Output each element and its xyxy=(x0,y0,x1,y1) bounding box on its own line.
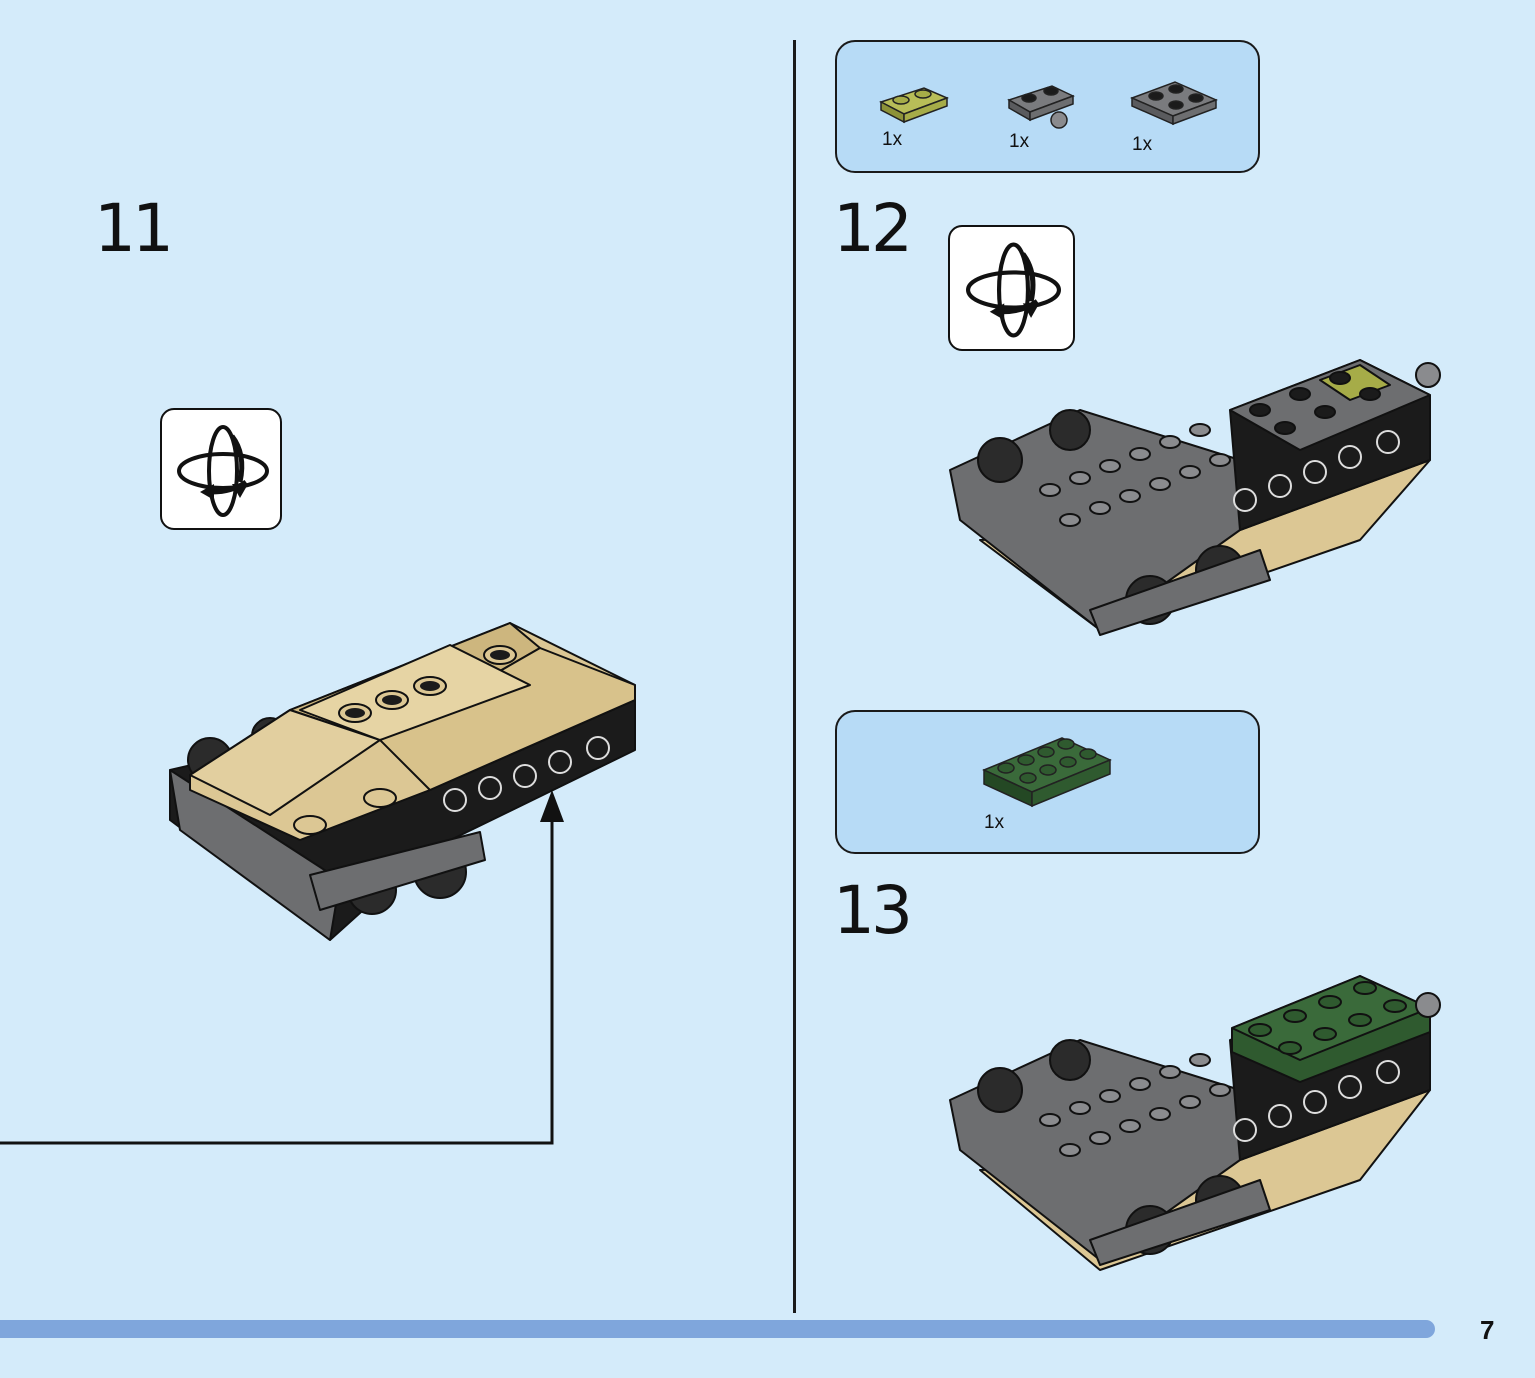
part-plate-with-ball xyxy=(1007,85,1075,129)
part-dark-grey-2x2-plate xyxy=(1130,81,1218,126)
parts-box-step-13: 1x xyxy=(835,710,1260,854)
step-number-13: 13 xyxy=(833,872,913,949)
parts-box-step-12: 1x 1x 1x xyxy=(835,40,1260,173)
rotate-model-icon xyxy=(965,242,1062,338)
step-13-model xyxy=(949,975,1441,1271)
page-divider xyxy=(793,40,796,1313)
step-number-12: 12 xyxy=(833,190,913,267)
part-qty: 1x xyxy=(1009,131,1030,152)
rotate-model-box-12 xyxy=(948,225,1075,351)
step-11-model xyxy=(169,622,636,941)
step-12-model xyxy=(949,359,1441,636)
step-number-11: 11 xyxy=(94,190,174,267)
page-progress-bar xyxy=(0,1320,1435,1338)
rotate-model-box-11 xyxy=(160,408,282,530)
part-dark-green-2x4-plate xyxy=(982,737,1112,808)
page-number: 7 xyxy=(1480,1315,1495,1345)
callout-arrow xyxy=(0,790,564,1145)
part-qty: 1x xyxy=(984,812,1005,833)
rotate-model-icon xyxy=(177,425,269,517)
part-qty: 1x xyxy=(882,129,903,150)
part-olive-plate xyxy=(879,87,949,124)
part-qty: 1x xyxy=(1132,134,1153,155)
